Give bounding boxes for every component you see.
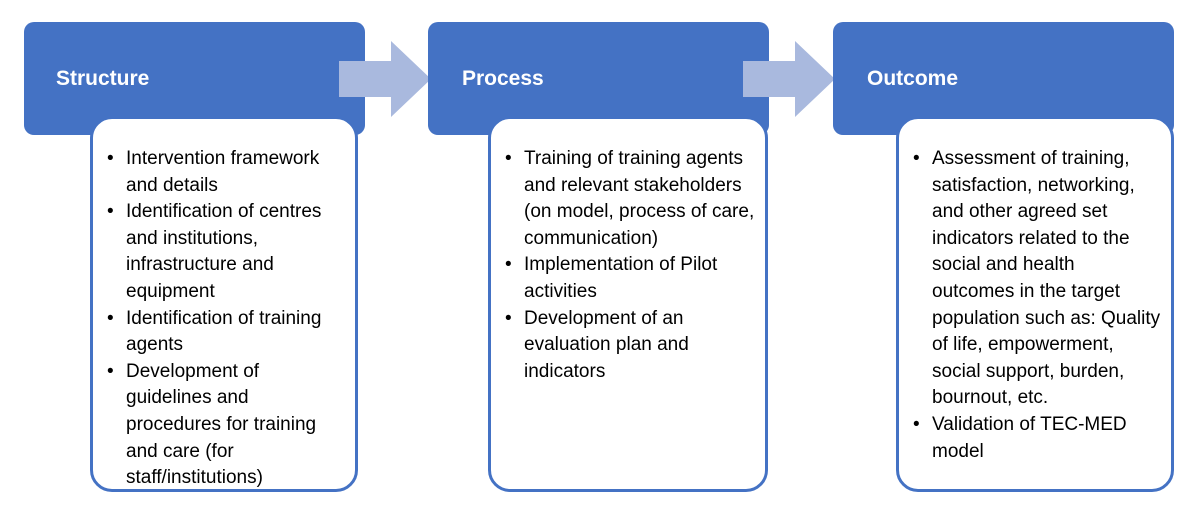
bullet-icon: • [913,413,920,435]
stage-outcome-title: Outcome [867,67,959,90]
stage-structure-details: •Intervention framework and details •Ide… [90,116,358,492]
list-item: •Intervention framework and details [107,148,320,196]
list-item: •Development of an evaluation plan and i… [505,307,689,382]
list-item: •Validation of TEC-MED model [913,413,1127,462]
stage-outcome-details: •Assessment of training, satisfaction, n… [896,116,1174,492]
arrow-right-icon [339,41,431,117]
list-item: •Identification of training agents [107,307,322,356]
bullet-icon: • [107,360,114,382]
arrow-right-icon [743,41,835,117]
bullet-icon: • [505,307,512,329]
stage-structure-title: Structure [56,67,150,90]
stage-process-title: Process [462,67,544,90]
list-item: •Training of training agents and relevan… [505,148,755,249]
list-item: •Assessment of training, satisfaction, n… [913,148,1161,409]
bullet-icon: • [107,307,114,329]
stage-process-details: •Training of training agents and relevan… [488,116,768,492]
list-item: •Development of guidelines and procedure… [107,360,317,489]
bullet-icon: • [913,148,920,169]
bullet-icon: • [107,148,114,169]
list-item: •Identification of centres and instituti… [107,201,322,302]
bullet-icon: • [505,148,512,169]
bullet-icon: • [107,201,114,223]
bullet-icon: • [505,254,512,276]
list-item: •Implementation of Pilot activities [505,254,718,302]
